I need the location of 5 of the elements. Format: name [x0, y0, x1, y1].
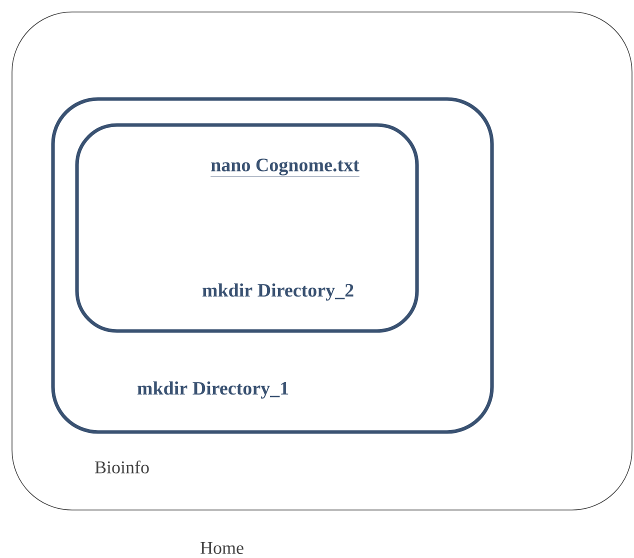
- command-text: mkdir Directory_2: [202, 283, 354, 301]
- folder-label: Home: [200, 542, 244, 554]
- command-text: nano Cognome.txt: [210, 158, 360, 177]
- folder-label: Bioinfo: [95, 460, 149, 474]
- command-text: mkdir Directory_1: [137, 381, 288, 399]
